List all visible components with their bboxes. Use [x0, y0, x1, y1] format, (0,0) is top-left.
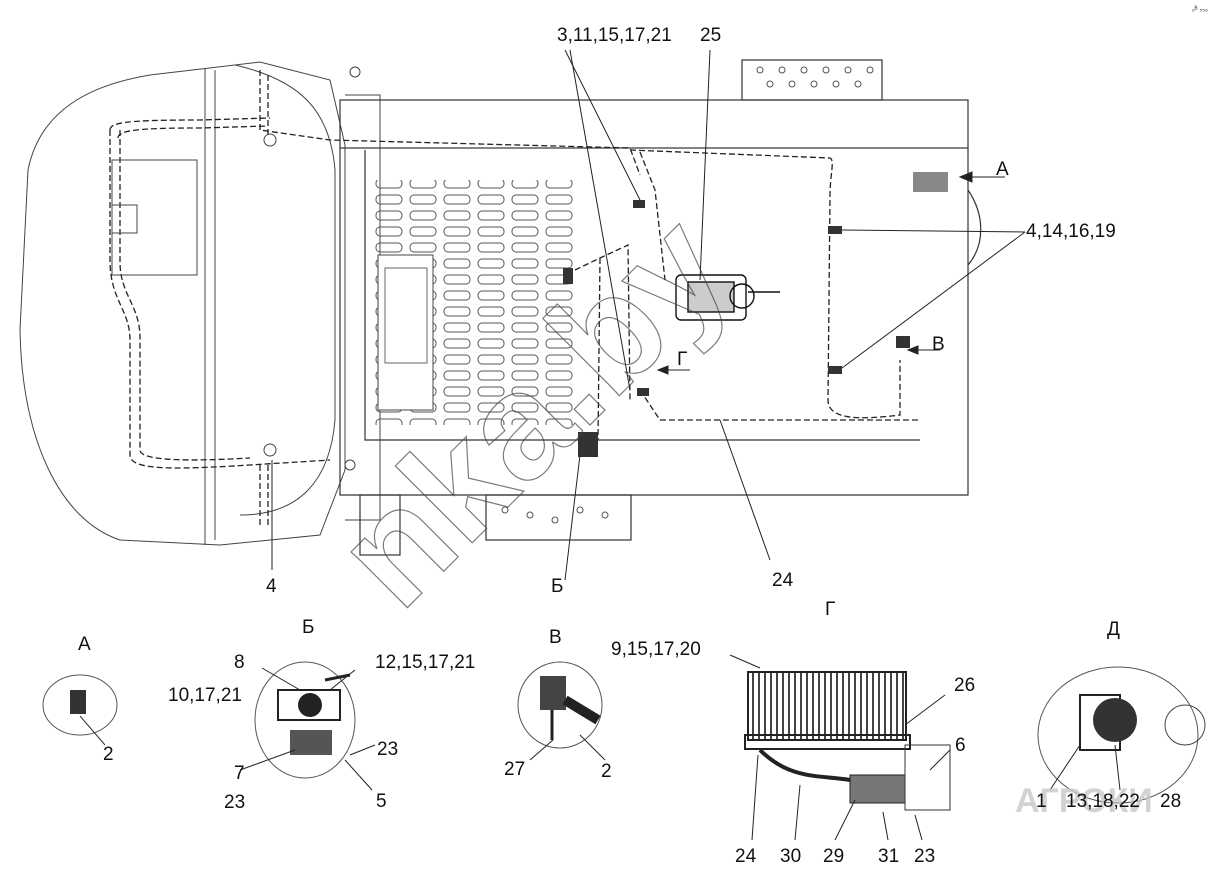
view-g-label-6: 6	[955, 735, 966, 756]
view-b-label-5: 5	[376, 791, 387, 812]
view-b-label-10-17-21: 10,17,21	[168, 685, 242, 706]
step-holes	[501, 66, 874, 524]
view-b-arrow-label: Б	[551, 576, 564, 597]
view-d-label-13-18-22: 13,18,22	[1066, 791, 1140, 812]
view-v	[517, 661, 606, 761]
view-b-label-8: 8	[234, 652, 245, 673]
view-v-label-2: 2	[601, 761, 612, 782]
view-a	[42, 674, 118, 746]
view-g-label-23: 23	[914, 846, 936, 867]
view-b-label-23a: 23	[377, 739, 399, 760]
view-d	[1037, 666, 1206, 804]
view-d-label-1: 1	[1036, 791, 1047, 812]
view-d-label-28: 28	[1160, 791, 1182, 812]
view-g-arrow-label: Г	[677, 349, 688, 370]
logo: АГРОКИ	[1015, 782, 1153, 820]
view-g-label-30: 30	[780, 846, 802, 867]
view-a-label-2: 2	[103, 744, 114, 765]
view-g-label-26: 26	[954, 675, 976, 696]
view-v-arrow-label: В	[932, 334, 945, 355]
view-a-arrow-label: А	[996, 159, 1009, 180]
view-d-title: Д	[1107, 619, 1120, 640]
label-25: 25	[700, 25, 722, 46]
view-b	[239, 661, 376, 791]
frame-body	[339, 59, 982, 556]
view-a-title: А	[78, 634, 91, 655]
cab-outline	[19, 61, 381, 546]
view-g-title: Г	[825, 599, 836, 620]
view-v-title: В	[549, 627, 562, 648]
view-b-label-12-15-17-21: 12,15,17,21	[375, 652, 476, 673]
view-b-label-7: 7	[234, 763, 245, 784]
hose-routes	[109, 70, 920, 525]
view-g	[729, 654, 951, 841]
fittings	[563, 172, 948, 457]
label-3-11-15-17-21: 3,11,15,17,21	[557, 25, 672, 46]
view-g-label-29: 29	[823, 846, 845, 867]
view-g-label-31: 31	[878, 846, 900, 867]
view-g-label-24: 24	[735, 846, 757, 867]
view-b-label-23b: 23	[224, 792, 246, 813]
leader-lines	[271, 49, 1026, 581]
view-v-label-27: 27	[504, 759, 526, 780]
compressor	[675, 274, 780, 321]
label-4-14-16-19: 4,14,16,19	[1026, 221, 1116, 242]
label-4: 4	[266, 576, 277, 597]
floor-hatch	[377, 254, 434, 411]
cab-internal-parts	[111, 66, 361, 471]
corner-code: ₒᴮ ₅₅₆	[1192, 6, 1208, 13]
view-g-label-9-15-17-20: 9,15,17,20	[611, 639, 701, 660]
label-24: 24	[772, 570, 794, 591]
view-b-title: Б	[302, 617, 315, 638]
